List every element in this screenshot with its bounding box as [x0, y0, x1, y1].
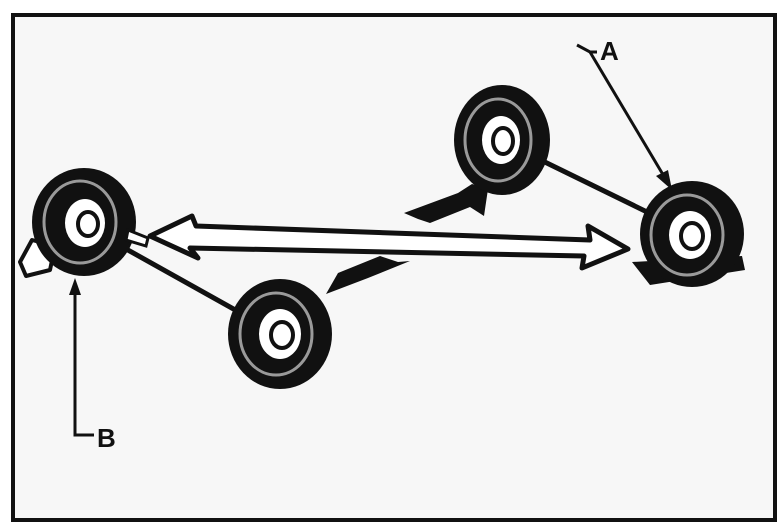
cross-rotation-arrow: [147, 213, 631, 271]
callout-a-label: A: [600, 36, 619, 66]
callout-b-label: B: [97, 423, 116, 453]
callout-a-leader: [576, 43, 672, 190]
wheel-rear-right: [632, 181, 745, 287]
wheel-rear-left: [454, 85, 550, 195]
callout-b-leader: [69, 278, 94, 437]
wheel-front-left: [18, 168, 150, 278]
wheel-front-right: [228, 279, 332, 389]
diagonal-rotation-arrow: [326, 184, 488, 294]
